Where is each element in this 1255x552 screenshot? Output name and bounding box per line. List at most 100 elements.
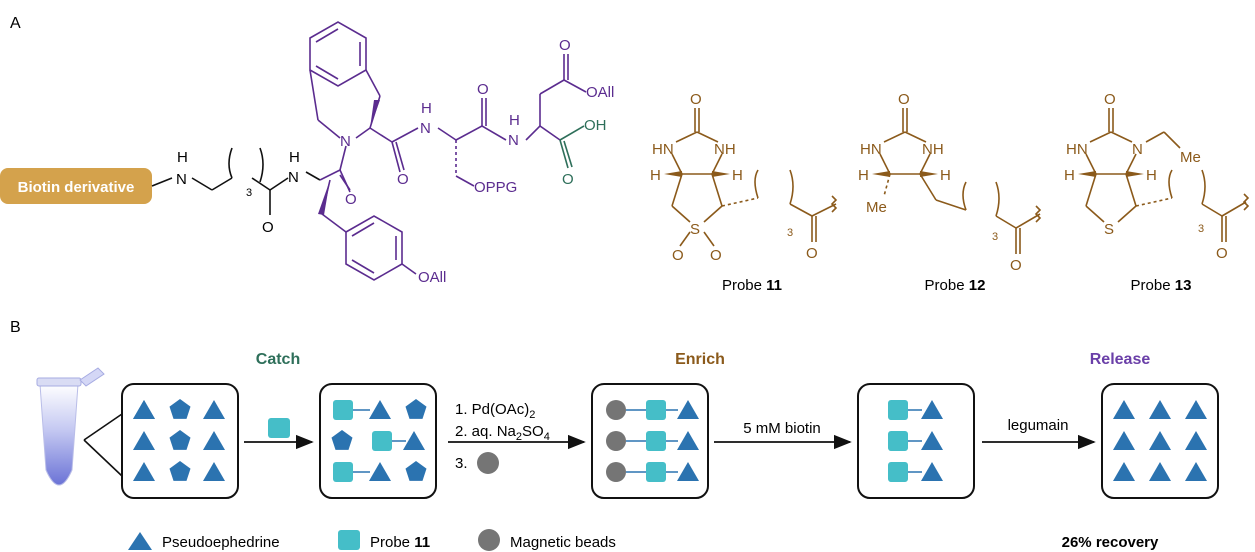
pseudoephedrine-triangle-icon [921,462,943,481]
probe-square-reagent [268,418,290,438]
box-catch [319,383,437,499]
legend-pseudo: Pseudoephedrine [162,534,280,551]
tube-branch-lines [83,413,123,477]
oall-tyr: OAll [418,269,446,286]
magnetic-bead-icon [606,462,626,482]
peptide-labels: N O O N H O N H OPPG O OAll OAll [340,37,614,286]
linker-chain [151,147,321,215]
pseudoephedrine-triangle-icon [369,400,391,419]
box-enrich [591,383,709,499]
svg-text:H: H [940,167,951,184]
pseudoephedrine-triangle-icon [1113,431,1135,450]
pseudoephedrine-triangle-icon [133,400,155,419]
pseudoephedrine-triangle-icon [1149,462,1171,481]
matrix-pentagon-icon [405,461,427,481]
pseudoephedrine-triangle-icon [403,431,425,450]
pseudoephedrine-triangle-icon [677,431,699,450]
pseudoephedrine-triangle-icon [203,431,225,450]
pseudoephedrine-triangle-icon [1185,462,1207,481]
probe-square-icon [888,462,908,482]
svg-text:H: H [732,167,743,184]
svg-text:Me: Me [1180,149,1201,166]
panel-b-label: B [10,319,21,336]
legend-bead-icon [478,529,500,551]
carboxylic-acid [559,125,585,169]
pseudoephedrine-triangle-icon [677,400,699,419]
legend-triangle-icon [128,532,152,550]
linker-n2: N [288,169,299,186]
asp-n: N [508,132,519,149]
svg-text:H: H [858,167,869,184]
svg-text:NH: NH [714,141,736,158]
ser-carbonyl-o: O [397,171,409,188]
legend: Pseudoephedrine Probe 11 Magnetic beads [128,529,616,551]
probe-12-wedges [872,171,938,177]
linker-h: H [177,149,188,166]
peptide-stereo-wedges [318,100,380,215]
svg-text:O: O [1010,257,1022,274]
pseudoephedrine-triangle-icon [369,462,391,481]
svg-text:2. aq. Na2SO4: 2. aq. Na2SO4 [455,423,550,443]
probe-12-structure [879,108,1042,254]
probe-square-icon [333,400,353,420]
asp-h: H [509,112,520,129]
probe-square-icon [646,462,666,482]
pseudoephedrine-triangle-icon [677,462,699,481]
stage-catch: Catch [256,351,300,368]
svg-text:HN: HN [652,141,674,158]
ser-n: N [420,120,431,137]
enrich-steps: 1. Pd(OAc)2 2. aq. Na2SO4 3. [455,401,550,472]
pseudoephedrine-triangle-icon [1113,400,1135,419]
svg-text:H: H [1064,167,1075,184]
ring-n: N [340,133,351,150]
svg-text:O: O [710,247,722,264]
asp-carbonyl-o: O [477,81,489,98]
magnetic-bead-icon [606,431,626,451]
svg-text:O: O [690,91,702,108]
acid-o: O [562,171,574,188]
svg-text:1. Pd(OAc)2: 1. Pd(OAc)2 [455,401,535,421]
probe-11-wedges [664,171,730,177]
probe-12-caption: Probe 12 [925,277,986,294]
svg-text:N: N [1132,141,1143,158]
tic-carbonyl-o: O [345,191,357,208]
pseudoephedrine-triangle-icon [133,462,155,481]
svg-text:H: H [1146,167,1157,184]
pseudoephedrine-triangle-icon [203,400,225,419]
svg-text:S: S [690,221,700,238]
probe-11-structure [671,108,838,247]
recovery-label: 26% recovery [1062,534,1159,551]
probe-11-caption: Probe 11 [722,277,782,294]
probe-13-wedges [1078,171,1144,177]
svg-text:HN: HN [1066,141,1088,158]
acid-oh: OH [584,117,607,134]
stage-release: Release [1090,351,1151,368]
magnetic-bead-icon [606,400,626,420]
svg-text:O: O [806,245,818,262]
box-elute [857,383,975,499]
biotin-derivative-tag: Biotin derivative [0,168,152,204]
svg-text:3: 3 [787,227,793,239]
pseudoephedrine-triangle-icon [1185,400,1207,419]
probe-13-labels: O HN N Me H H S 3 O [1064,91,1228,262]
svg-text:O: O [898,91,910,108]
legumain-step-label: legumain [1008,417,1069,434]
linker-n: N [176,171,187,188]
pseudoephedrine-triangle-icon [133,431,155,450]
matrix-pentagon-icon [331,430,353,450]
pseudoephedrine-triangle-icon [1185,431,1207,450]
pseudoephedrine-triangle-icon [1113,462,1135,481]
probe-square-icon [372,431,392,451]
svg-text:O: O [672,247,684,264]
svg-text:O: O [1216,245,1228,262]
ester-o: O [559,37,571,54]
svg-text:3: 3 [992,231,998,243]
box-contents [133,399,1207,482]
probe-square-icon [888,431,908,451]
legend-beads: Magnetic beads [510,534,616,551]
linker-subscript-3: 3 [246,187,252,199]
matrix-pentagon-icon [169,430,191,450]
probe-13-structure [1085,108,1250,242]
pseudoephedrine-triangle-icon [1149,400,1171,419]
